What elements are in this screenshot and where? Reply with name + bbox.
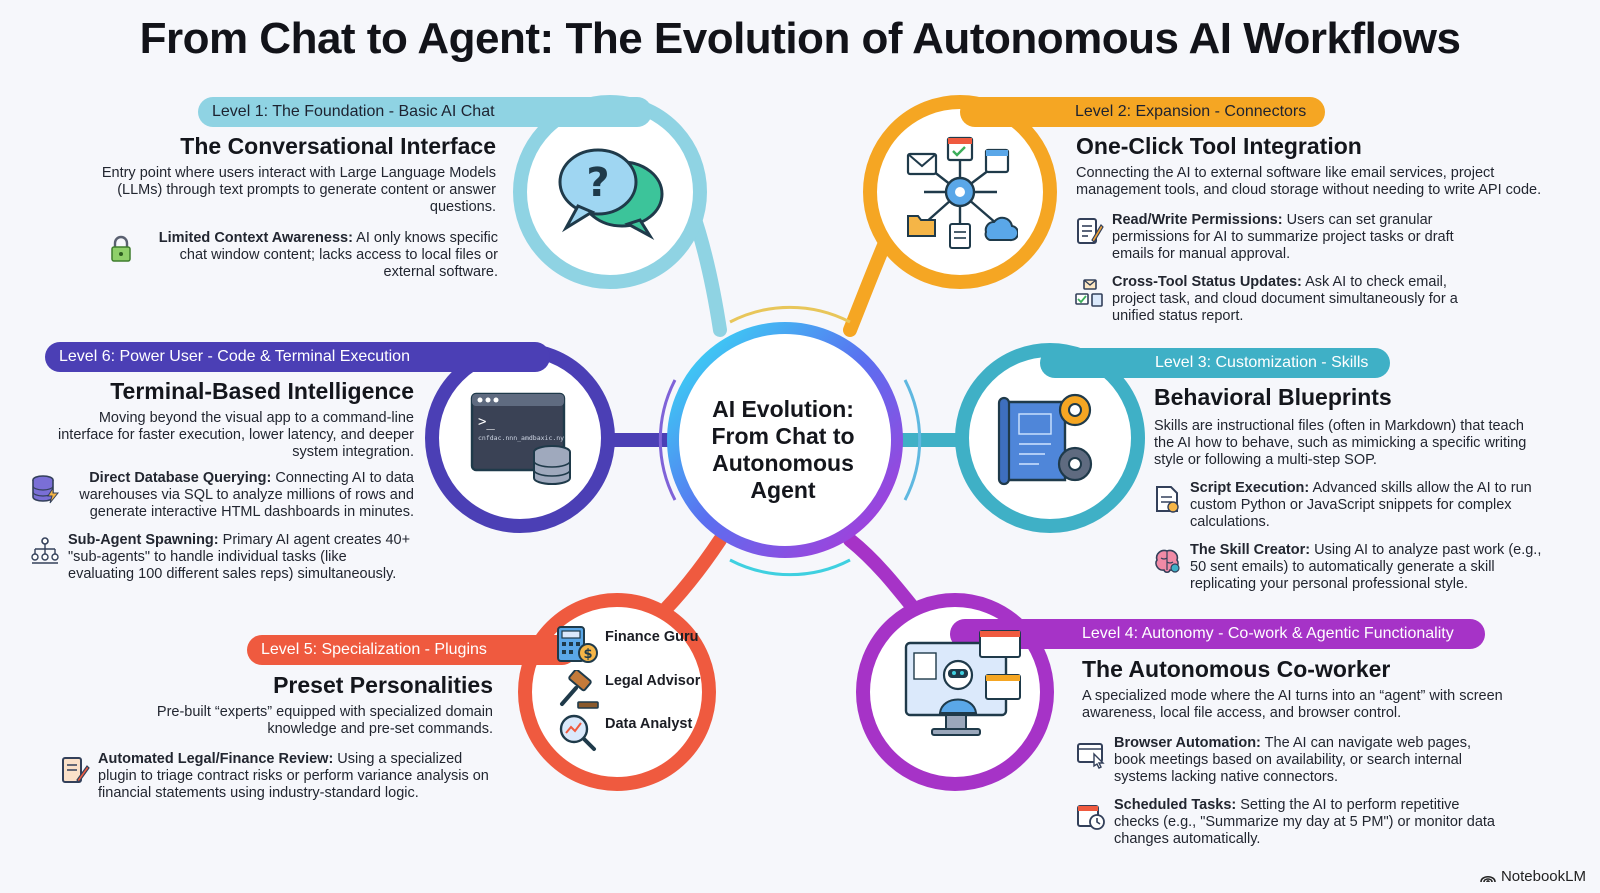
gavel-icon bbox=[560, 670, 599, 709]
level2-description: Connecting the AI to external software l… bbox=[1076, 165, 1542, 198]
center-arc-top bbox=[729, 305, 851, 324]
terminal-text: cnfdac.nnn_amdbaxic.ny bbox=[478, 434, 564, 442]
level5-tag: Level 5: Specialization - Plugins bbox=[247, 635, 577, 665]
level6-item-database: Direct Database Querying: Connecting AI … bbox=[30, 470, 414, 521]
notebooklm-logo-icon bbox=[1480, 875, 1496, 882]
database-bolt-icon bbox=[32, 475, 60, 504]
org-tree-icon bbox=[31, 537, 59, 564]
padlock-icon bbox=[111, 235, 131, 262]
level1-description: Entry point where users interact with La… bbox=[101, 165, 496, 215]
level6-description: Moving beyond the visual app to a comman… bbox=[58, 410, 414, 460]
question-chat-bubbles-icon: ? bbox=[558, 148, 664, 241]
cross-tool-icon bbox=[1075, 279, 1103, 307]
brand-mark: NotebookLM bbox=[1480, 868, 1586, 885]
level2-item-status: Cross-Tool Status Updates: Ask AI to che… bbox=[1074, 274, 1494, 325]
level4-heading: The Autonomous Co-worker bbox=[1082, 656, 1391, 682]
level1-item-context: Limited Context Awareness: AI only knows… bbox=[106, 230, 498, 281]
expert-finance-guru: Finance Guru bbox=[605, 629, 699, 645]
center-label: AI Evolution: From Chat to Autonomous Ag… bbox=[711, 396, 855, 503]
center-arc-bottom bbox=[729, 558, 851, 577]
level3-item-skill-creator: The Skill Creator: Using AI to analyze p… bbox=[1152, 542, 1542, 593]
ring-level5 bbox=[518, 593, 716, 791]
level2-tag: Level 2: Expansion - Connectors bbox=[960, 97, 1325, 127]
level3-description: Skills are instructional files (often in… bbox=[1154, 418, 1527, 468]
level1-tag: Level 1: The Foundation - Basic AI Chat bbox=[198, 97, 652, 127]
level4-description: A specialized mode where the AI turns in… bbox=[1082, 688, 1503, 721]
level4-item-browser: Browser Automation: The AI can navigate … bbox=[1076, 735, 1496, 786]
page-title: From Chat to Agent: The Evolution of Aut… bbox=[139, 14, 1461, 63]
svg-text:$: $ bbox=[583, 647, 592, 662]
level4-item-scheduled: Scheduled Tasks: Setting the AI to perfo… bbox=[1076, 797, 1496, 848]
terminal-database-icon: >_ cnfdac.nnn_amdbaxic.ny bbox=[470, 392, 571, 485]
script-file-icon bbox=[1156, 486, 1179, 513]
level3-heading: Behavioral Blueprints bbox=[1154, 384, 1392, 410]
level6-tag: Level 6: Power User - Code & Terminal Ex… bbox=[45, 342, 550, 372]
level6-heading: Terminal-Based Intelligence bbox=[110, 378, 414, 404]
expert-legal-advisor: Legal Advisor bbox=[605, 673, 701, 689]
level3-item-script: Script Execution: Advanced skills allow … bbox=[1152, 480, 1542, 531]
document-pen-icon bbox=[62, 757, 90, 783]
level5-heading: Preset Personalities bbox=[273, 672, 493, 698]
calendar-clock-icon bbox=[1077, 805, 1105, 830]
expert-data-analyst: Data Analyst bbox=[605, 716, 693, 732]
connector-hub-icon bbox=[906, 136, 1018, 249]
magnifier-chart-icon bbox=[559, 714, 596, 751]
level6-item-subagents: Sub-Agent Spawning: Primary AI agent cre… bbox=[30, 532, 414, 583]
level3-tag: Level 3: Customization - Skills bbox=[1040, 348, 1390, 378]
center-arc-right bbox=[903, 379, 922, 501]
browser-cursor-icon bbox=[1077, 743, 1105, 769]
level5-item-review: Automated Legal/Finance Review: Using a … bbox=[60, 751, 496, 802]
level2-item-permissions: Read/Write Permissions: Users can set gr… bbox=[1074, 212, 1494, 263]
center-ring bbox=[667, 322, 903, 558]
svg-text:>_: >_ bbox=[478, 414, 495, 430]
svg-text:?: ? bbox=[586, 160, 609, 206]
document-pencil-icon bbox=[1077, 218, 1104, 244]
center-arc-left bbox=[658, 379, 677, 501]
calculator-coin-icon: $ bbox=[557, 626, 598, 663]
level4-tag: Level 4: Autonomy - Co-work & Agentic Fu… bbox=[950, 619, 1485, 649]
level1-heading: The Conversational Interface bbox=[180, 133, 496, 159]
brain-icon bbox=[1155, 549, 1180, 574]
level5-description: Pre-built “experts” equipped with specia… bbox=[156, 704, 493, 737]
level2-heading: One-Click Tool Integration bbox=[1076, 133, 1362, 159]
blueprint-gears-icon bbox=[997, 393, 1093, 486]
robot-monitor-icon bbox=[904, 630, 1021, 736]
